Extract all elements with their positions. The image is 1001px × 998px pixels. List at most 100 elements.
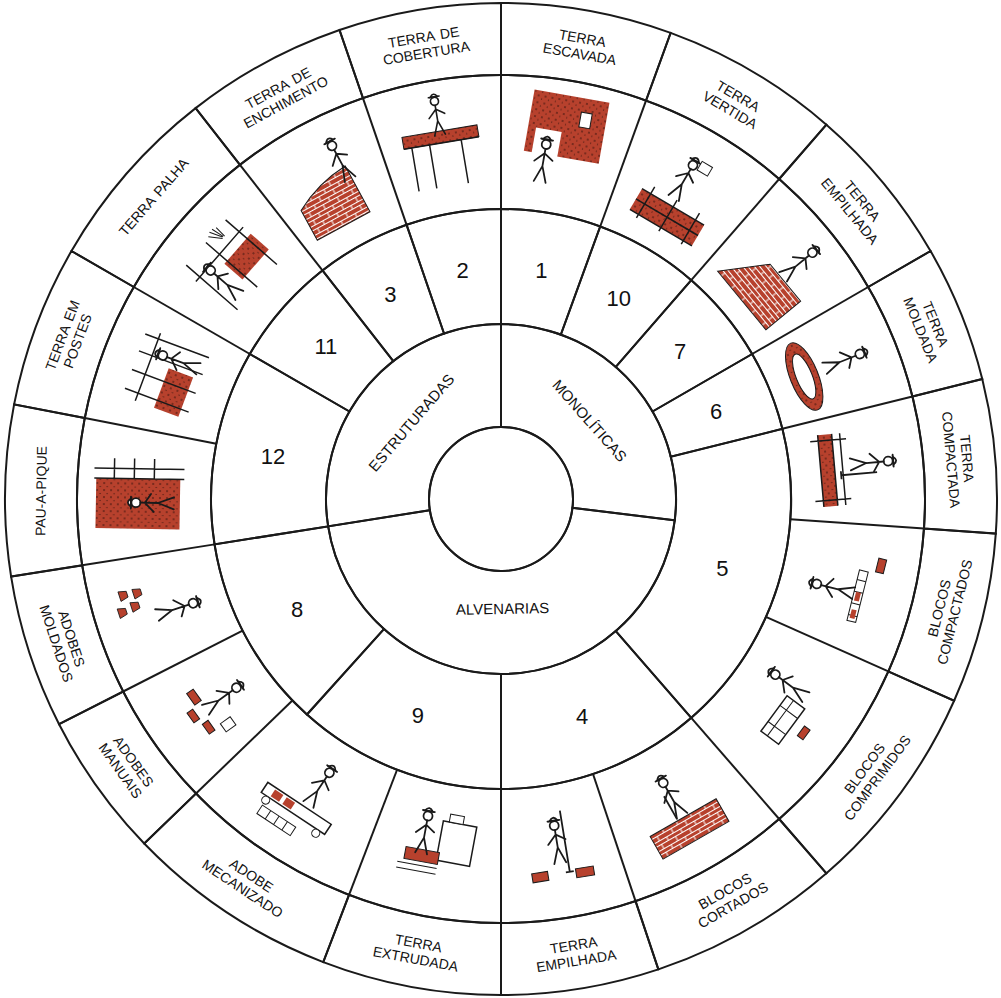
hand-adobe-figure	[200, 676, 248, 717]
ring-lines	[77, 75, 925, 923]
sector-outline	[779, 671, 954, 873]
sector-outline	[5, 404, 85, 576]
technique-name: BLOCOS COMPACTADOS	[918, 552, 976, 668]
technique-cell: TERRA DE ENCHIMENTO	[193, 28, 365, 167]
straw-earth-figure	[207, 226, 225, 244]
technique-cell: TERRA EXTRUDADA	[321, 892, 504, 997]
sector-outline	[499, 207, 603, 337]
callout-number: 9	[412, 703, 424, 728]
rammed-earth-figure	[810, 429, 900, 508]
technique-cell: TERRA EM POSTES	[12, 248, 136, 421]
excavated-earth-figure	[531, 135, 557, 183]
rammed-earth-figure	[841, 468, 878, 479]
number-sector: 8	[212, 524, 386, 717]
ring-lines	[500, 75, 502, 209]
technique-cell: ADOBE MECANIZADO	[142, 791, 352, 965]
machine-adobe-figure	[271, 790, 284, 802]
hand-adobe-figure	[220, 717, 236, 732]
stacked-block-figure	[522, 807, 594, 885]
sector-outline	[613, 426, 793, 720]
compacted-block-figure	[850, 609, 857, 619]
category-sector: ESTRUTURADAS	[324, 322, 503, 529]
sector-outline	[501, 209, 600, 335]
moulded-adobe-figure	[112, 585, 147, 618]
poured-earth-figure	[697, 161, 712, 176]
sector-outline	[912, 379, 997, 534]
compacted-block-figure	[807, 573, 856, 602]
hand-adobe-figure	[202, 720, 215, 734]
technique-name: TERRA MOLDADA	[892, 269, 964, 385]
extruded-earth-figure	[436, 821, 477, 867]
moulded-earth-figure	[821, 343, 870, 377]
ring-lines	[363, 98, 407, 225]
poured-earth-figure	[666, 154, 705, 203]
technique-cell: TERRA VERTIDA	[644, 30, 829, 182]
technique-cell: BLOCOS COMPRIMIDOS	[777, 669, 957, 876]
ring-lines	[82, 544, 214, 565]
stacked-earth-figure	[718, 212, 838, 330]
technique-name: ADOBE MECANIZADO	[192, 838, 303, 927]
callout-number: 3	[384, 282, 396, 307]
callout-number: 8	[291, 597, 303, 622]
category-sector: MONOLÍTICAS	[499, 322, 678, 523]
sector-outline	[11, 565, 123, 724]
technique-name: TERRA COMPACTADA	[938, 402, 980, 516]
category-sector: ALVENARIAS	[326, 505, 677, 676]
callout-number: 11	[314, 334, 337, 359]
number-sector: 12	[209, 352, 352, 547]
post-earth-figure	[122, 328, 211, 419]
cut-block-figure	[664, 796, 677, 819]
machine-adobe-figure	[250, 741, 359, 851]
moulded-adobe-figure	[112, 568, 203, 634]
callout-number: 2	[457, 258, 469, 283]
post-earth-figure	[122, 328, 211, 419]
sector-outline	[404, 207, 503, 336]
ring-lines	[790, 519, 924, 528]
extruded-earth-figure	[404, 847, 440, 865]
post-earth-figure	[154, 368, 193, 416]
sector-outline	[323, 895, 501, 995]
sector-outline	[322, 225, 444, 361]
fill-earth-figure	[320, 135, 358, 184]
sector-outline	[304, 627, 504, 791]
number-sector: 4	[499, 629, 694, 791]
technique-name: TERRA EMPILHADA	[517, 928, 633, 978]
sector-outline	[779, 125, 930, 287]
poured-earth-figure	[628, 142, 732, 249]
number-sector: 5	[613, 426, 793, 720]
category-name: ALVENARIAS	[456, 600, 549, 619]
sector-outline	[501, 901, 658, 995]
compacted-block-figure	[854, 592, 861, 602]
technique-cell: TERRA ESCAVADA	[499, 1, 673, 103]
technique-name: TERRA ESCAVADA	[523, 20, 639, 71]
sector-outline	[326, 324, 501, 526]
sector-outline	[501, 631, 691, 789]
technique-cell: BLOCOS COMPACTADOS	[886, 526, 998, 703]
roof-earth-figure	[404, 137, 486, 193]
ring-lines	[766, 617, 888, 672]
hand-adobe-figure	[187, 709, 200, 723]
technique-name: TERRA DE COBERTURA	[367, 20, 483, 70]
roof-earth-figure	[402, 125, 479, 149]
cut-block-figure	[651, 771, 689, 820]
sector-outline	[328, 508, 675, 674]
straw-earth-figure	[179, 213, 281, 315]
technique-name: BLOCOS CORTADOS	[673, 857, 786, 941]
sector-outline	[196, 30, 363, 165]
machine-adobe-figure	[261, 782, 331, 834]
number-sector: 11	[247, 268, 396, 414]
category-name: ESTRUTURADAS	[365, 370, 458, 474]
machine-adobe-figure	[260, 795, 271, 806]
poured-earth-figure	[628, 182, 708, 250]
straw-earth-figure	[182, 215, 281, 314]
wattle-daub-figure	[95, 478, 180, 529]
technique-cell: BLOCOS CORTADOS	[633, 816, 829, 972]
technique-cell: TERRA COMPACTADA	[910, 377, 999, 536]
sector-outline	[326, 505, 677, 676]
sector-outline	[215, 526, 384, 714]
callout-number: 5	[716, 556, 728, 581]
wattle-daub-figure	[94, 458, 184, 480]
number-sector: 9	[304, 627, 504, 791]
technique-cell: ADOBES MOLDADOS	[9, 563, 126, 727]
